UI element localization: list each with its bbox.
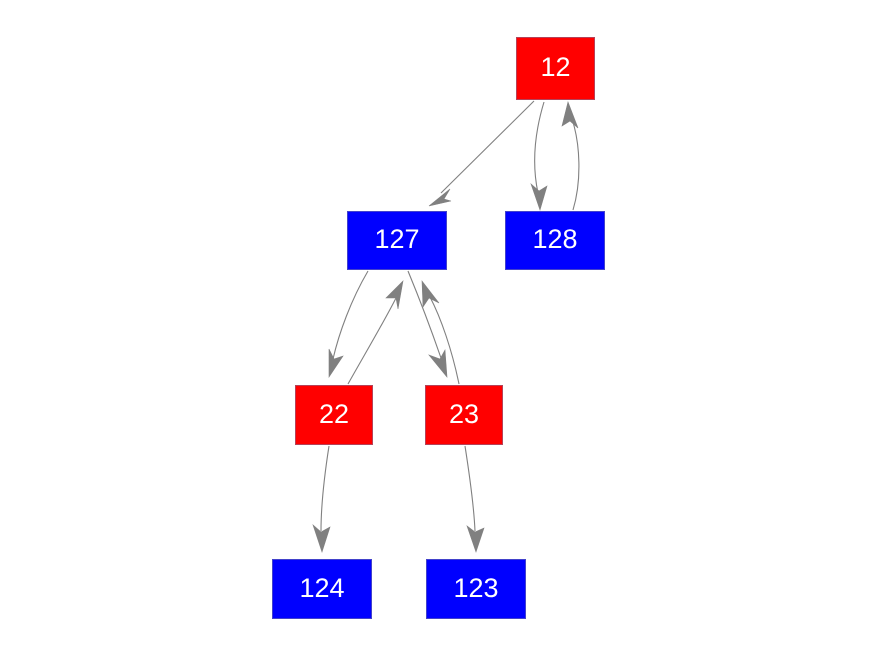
graph-node-12[interactable]: 12 (516, 37, 595, 100)
graph-node-22[interactable]: 22 (295, 385, 373, 445)
edge-line (464, 445, 476, 532)
edge-23-to-123 (464, 445, 485, 553)
graph-node-23[interactable]: 23 (425, 385, 503, 445)
edge-line (320, 445, 330, 532)
edge-12-to-128 (530, 101, 548, 211)
edge-128-to-12 (561, 101, 580, 211)
edge-22-to-127 (347, 280, 404, 385)
edge-line (571, 118, 580, 211)
arrowhead (385, 280, 404, 310)
edge-line (534, 101, 545, 194)
arrowhead (428, 188, 452, 207)
graph-node-124[interactable]: 124 (272, 559, 372, 619)
edge-127-to-23 (407, 270, 448, 378)
edge-22-to-124 (312, 445, 331, 553)
node-label: 12 (540, 52, 571, 82)
edge-23-to-127 (421, 280, 460, 385)
arrowhead (312, 524, 331, 553)
arrowhead (328, 348, 344, 378)
edge-line (347, 297, 397, 385)
graph-node-123[interactable]: 123 (426, 559, 526, 619)
edge-line (407, 270, 442, 359)
edge-line (332, 270, 369, 360)
edge-12-to-127 (428, 100, 535, 207)
edge-127-to-22 (328, 270, 369, 378)
node-label: 23 (448, 398, 480, 429)
edge-line (429, 296, 460, 385)
arrowhead (561, 101, 579, 129)
node-label: 127 (374, 224, 420, 254)
node-label: 123 (453, 572, 499, 603)
node-label: 128 (532, 224, 578, 254)
edge-line (440, 100, 535, 194)
graph-node-128[interactable]: 128 (505, 211, 605, 270)
graph-node-127[interactable]: 127 (347, 211, 447, 270)
node-label: 124 (299, 572, 345, 603)
arrowhead (428, 348, 448, 378)
arrowhead (466, 525, 485, 553)
arrowhead (530, 183, 548, 211)
arrowhead (421, 280, 440, 308)
node-label: 22 (318, 398, 350, 429)
